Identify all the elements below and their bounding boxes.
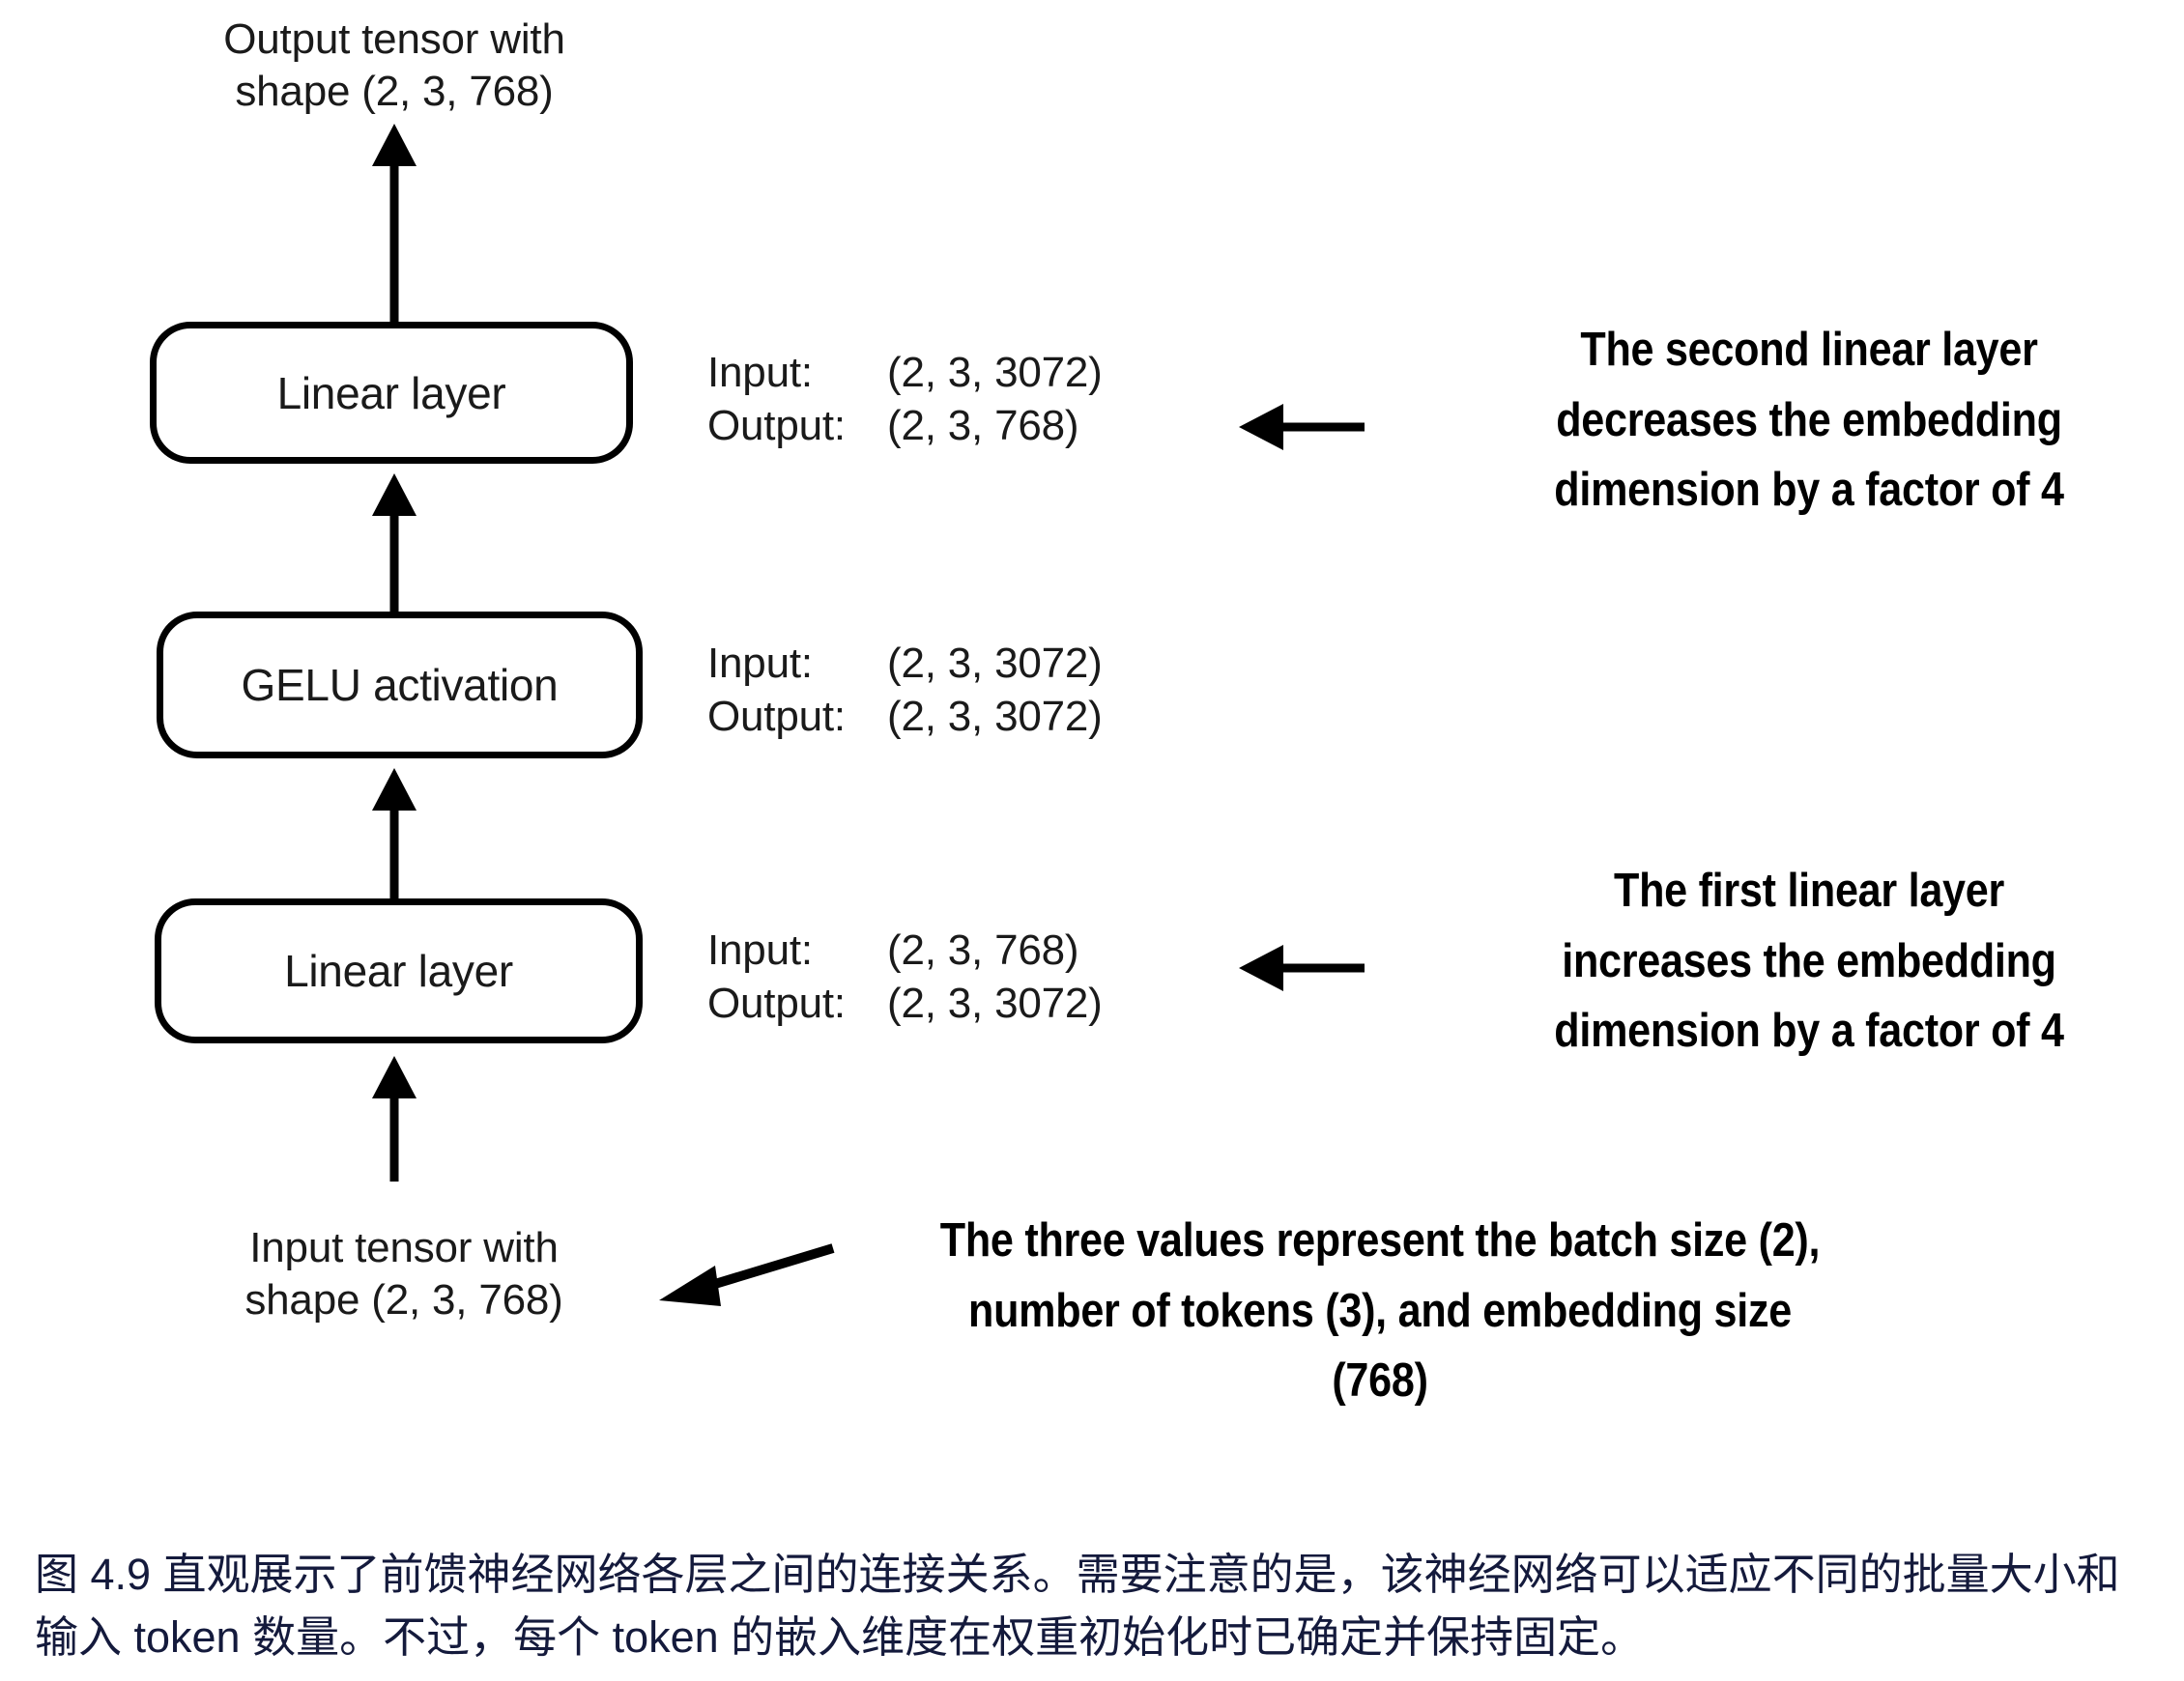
node-gelu-activation-label: GELU activation: [241, 660, 559, 710]
io-input-key: Input:: [707, 349, 813, 396]
io-output-value: (2, 3, 3072): [887, 692, 1103, 740]
io-input-key: Input:: [707, 926, 813, 974]
annotation-line: decreases the embedding: [1556, 393, 2062, 446]
annotation-second-linear-layer: The second linear layer decreases the em…: [1511, 315, 2107, 526]
node-linear-layer-first[interactable]: Linear layer: [155, 898, 643, 1043]
io-output-key: Output:: [707, 979, 846, 1027]
annotation-line: The first linear layer: [1613, 865, 2005, 917]
io-spec-linear-second: Input: (2, 3, 3072) Output: (2, 3, 768): [707, 347, 1103, 452]
annotation-line: dimension by a factor of 4: [1554, 464, 2064, 517]
node-linear-layer-second[interactable]: Linear layer: [150, 322, 633, 464]
arrow-first-linear-note: [1239, 945, 1365, 991]
node-gelu-activation[interactable]: GELU activation: [157, 612, 643, 758]
annotation-three-values: The three values represent the batch siz…: [878, 1206, 1882, 1416]
arrow-linear2-to-output: [352, 124, 437, 322]
io-row-output: Output: (2, 3, 3072): [707, 691, 1103, 744]
figure-caption: 图 4.9 直观展示了前馈神经网络各层之间的连接关系。需要注意的是，该神经网络可…: [35, 1550, 2120, 1662]
annotation-line: The second linear layer: [1580, 324, 2038, 376]
annotation-line: (768): [1332, 1354, 1428, 1408]
arrow-gelu-to-linear2: [352, 473, 437, 613]
arrow-input-to-linear1: [352, 1056, 437, 1182]
arrow-linear1-to-gelu: [352, 768, 437, 908]
output-tensor-label: Output tensor with shape (2, 3, 768): [223, 15, 565, 115]
annotation-line: number of tokens (3), and embedding size: [968, 1284, 1792, 1337]
io-row-output: Output: (2, 3, 768): [707, 400, 1103, 453]
io-output-key: Output:: [707, 692, 846, 740]
arrow-three-values-note: [659, 1243, 835, 1306]
io-input-value: (2, 3, 768): [887, 926, 1079, 974]
annotation-line: The three values represent the batch siz…: [939, 1214, 1821, 1267]
io-row-input: Input: (2, 3, 3072): [707, 347, 1103, 400]
node-linear-layer-first-label: Linear layer: [284, 946, 513, 996]
io-row-output: Output: (2, 3, 3072): [707, 978, 1103, 1031]
io-input-key: Input:: [707, 640, 813, 687]
io-input-value: (2, 3, 3072): [887, 349, 1103, 396]
io-row-input: Input: (2, 3, 3072): [707, 638, 1103, 691]
io-input-value: (2, 3, 3072): [887, 640, 1103, 687]
io-spec-linear-first: Input: (2, 3, 768) Output: (2, 3, 3072): [707, 925, 1103, 1030]
annotation-line: dimension by a factor of 4: [1554, 1005, 2064, 1058]
input-tensor-label: Input tensor with shape (2, 3, 768): [244, 1224, 563, 1324]
arrow-second-linear-note: [1239, 404, 1365, 450]
io-output-value: (2, 3, 768): [887, 401, 1079, 449]
io-output-value: (2, 3, 3072): [887, 979, 1103, 1027]
io-output-key: Output:: [707, 401, 846, 449]
annotation-first-linear-layer: The first linear layer increases the emb…: [1511, 856, 2107, 1067]
io-row-input: Input: (2, 3, 768): [707, 925, 1103, 978]
node-linear-layer-second-label: Linear layer: [276, 367, 506, 418]
io-spec-gelu: Input: (2, 3, 3072) Output: (2, 3, 3072): [707, 638, 1103, 743]
annotation-line: increases the embedding: [1562, 934, 2056, 987]
